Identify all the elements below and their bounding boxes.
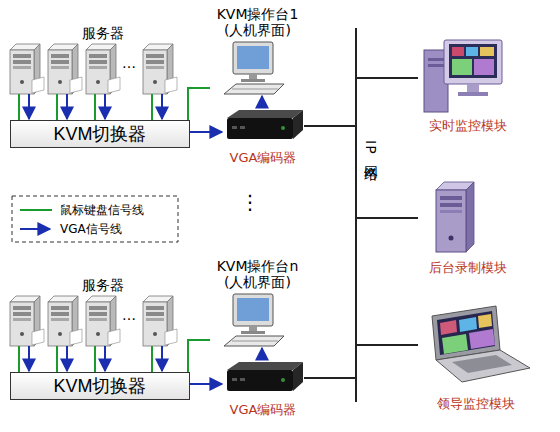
node-text: KVM操作台1 (217, 6, 299, 22)
recording-module: 后台录制模块 (418, 178, 518, 276)
node-text: KVM操作台n (217, 258, 299, 274)
node-text: VGA编码器 (230, 403, 297, 418)
connector (190, 383, 222, 385)
node-text: (人机界面) (224, 22, 291, 38)
kvm-console: KVM操作台n(人机界面) (210, 258, 305, 348)
ellipsis: … (122, 308, 136, 322)
group-label: 服务器 (82, 278, 124, 292)
connector (188, 340, 210, 372)
connector (261, 348, 263, 360)
kvm-console: KVM操作台1(人机界面) (210, 6, 305, 96)
connector (190, 131, 222, 133)
connector (304, 125, 355, 127)
vga-encoder: VGA编码器 (222, 360, 304, 418)
ellipsis: ⋮ (240, 192, 260, 212)
monitor-module: 实时监控模块 (418, 38, 518, 134)
node-text: 领导监控模块 (437, 397, 515, 412)
kvm-switch: KVM切换器 (10, 120, 190, 148)
connector (188, 88, 210, 120)
connector (304, 377, 355, 379)
legend-text: VGA信号线 (60, 223, 122, 235)
legend-text: 鼠标键盘信号线 (60, 204, 144, 216)
monitor-module: 领导监控模块 (418, 300, 534, 412)
connector (357, 217, 418, 219)
group-label: 服务器 (82, 26, 124, 40)
ellipsis: … (122, 56, 136, 70)
node-text: KVM切换器 (53, 376, 146, 397)
node-text: (人机界面) (224, 274, 291, 290)
connector (357, 77, 418, 79)
connector (357, 344, 418, 346)
node-text: VGA编码器 (230, 151, 297, 166)
vga-encoder: VGA编码器 (222, 108, 304, 166)
ip-network-bus: IP网络 (355, 28, 357, 402)
node-text: 实时监控模块 (429, 119, 507, 134)
connector (261, 96, 263, 108)
node-text: KVM切换器 (53, 124, 146, 145)
node-text: IP网络 (363, 140, 379, 157)
node-text: 后台录制模块 (429, 261, 507, 276)
kvm-switch: KVM切换器 (10, 372, 190, 400)
